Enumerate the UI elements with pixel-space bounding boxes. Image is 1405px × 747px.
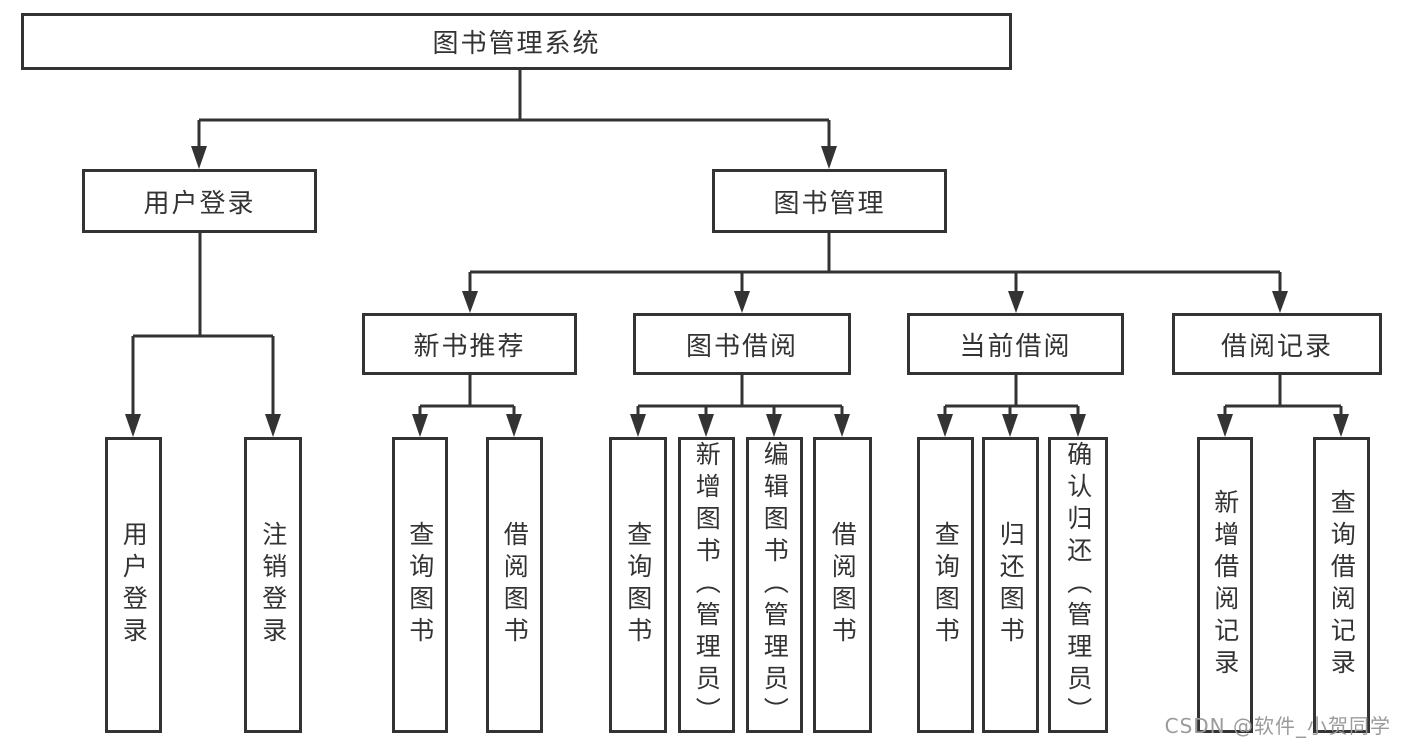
node-user-login: 用户登录 — [82, 169, 317, 233]
node-book-borrowing: 图书借阅 — [633, 313, 851, 375]
node-label: 用户登录 — [143, 188, 256, 219]
node-label: 确认归还（管理员） — [1063, 441, 1093, 729]
arrowheads — [125, 146, 1349, 437]
leaf-edit-books-admin: 编辑图书（管理员） — [746, 437, 803, 733]
leaf-confirm-return-admin: 确认归还（管理员） — [1048, 437, 1108, 733]
node-label: 查询借阅记录 — [1327, 489, 1357, 681]
node-label: 图书借阅 — [685, 331, 798, 362]
leaf-query-books-recommend: 查询图书 — [392, 437, 448, 733]
node-label: 新增图书（管理员） — [692, 441, 722, 729]
node-new-book-recommendation: 新书推荐 — [362, 313, 577, 375]
node-label: 借阅记录 — [1220, 331, 1333, 362]
node-library-management-system: 图书管理系统 — [21, 13, 1012, 70]
node-label: 当前借阅 — [959, 331, 1072, 362]
csdn-watermark: CSDN @软件_小贺同学 — [1164, 714, 1391, 738]
leaf-logout: 注销登录 — [244, 437, 302, 733]
leaf-borrow-books-recommend: 借阅图书 — [486, 437, 543, 733]
node-label: 查询图书 — [405, 521, 435, 649]
leaf-query-books-current: 查询图书 — [917, 437, 974, 733]
node-label: 编辑图书（管理员） — [760, 441, 790, 729]
leaf-query-books-borrowing: 查询图书 — [609, 437, 667, 733]
leaf-add-books-admin: 新增图书（管理员） — [678, 437, 735, 733]
node-label: 借阅图书 — [500, 521, 530, 649]
node-label: 查询图书 — [931, 521, 961, 649]
node-label: 查询图书 — [623, 521, 653, 649]
leaf-user-login: 用户登录 — [105, 437, 162, 733]
leaf-borrow-books: 借阅图书 — [813, 437, 872, 733]
leaf-add-borrow-record: 新增借阅记录 — [1197, 437, 1253, 733]
leaf-query-borrow-record: 查询借阅记录 — [1313, 437, 1370, 733]
node-borrowing-records: 借阅记录 — [1172, 313, 1382, 375]
node-label: 新增借阅记录 — [1210, 489, 1240, 681]
leaf-return-books: 归还图书 — [982, 437, 1039, 733]
node-label: 新书推荐 — [413, 331, 526, 362]
node-label: 借阅图书 — [828, 521, 858, 649]
node-book-management: 图书管理 — [712, 169, 947, 233]
node-label: 注销登录 — [258, 521, 288, 649]
node-current-borrowing: 当前借阅 — [907, 313, 1124, 375]
tree-branch-lines — [131, 69, 1343, 417]
node-label: 归还图书 — [996, 521, 1026, 649]
node-label: 用户登录 — [119, 521, 149, 649]
node-label: 图书管理 — [773, 188, 886, 219]
node-label: 图书管理系统 — [432, 29, 601, 59]
